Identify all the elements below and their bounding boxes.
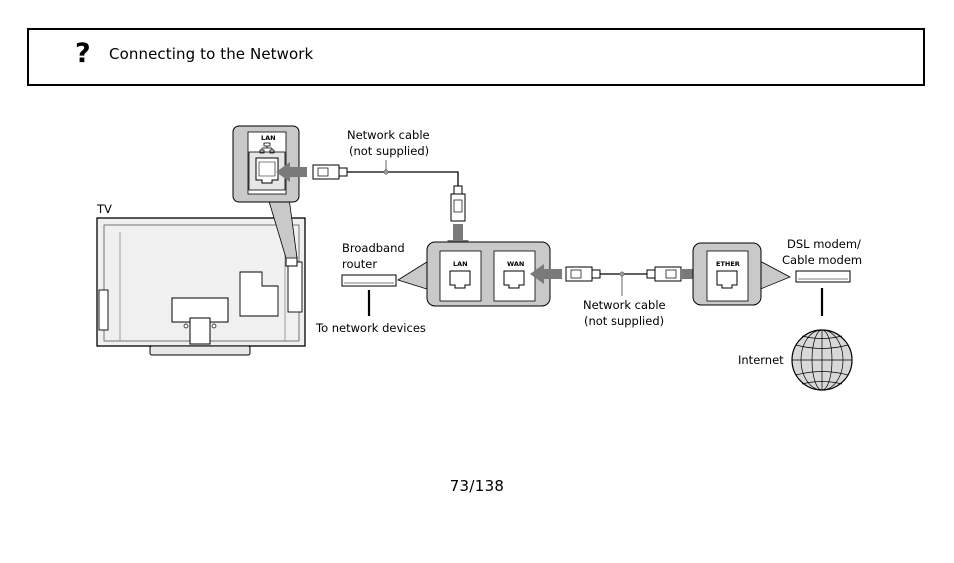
router-ports-callout [397,241,551,307]
tv-lan-callout [232,125,300,259]
arrow-into-tv-lan [276,162,307,182]
router-wan-port-label: WAN [507,260,524,268]
broadband-router [341,274,397,316]
page-title: Connecting to the Network [109,45,314,63]
network-cable-bottom [565,266,682,296]
modem-label-1: DSL modem/ [787,237,861,251]
tv-label: TV [96,202,112,216]
dsl-cable-modem [795,270,851,316]
modem-ether-port-label: ETHER [716,260,740,268]
page-number: 73/138 [449,477,505,495]
network-cable-top-label-2: (not supplied) [349,144,429,158]
network-cable-bottom-label-2: (not supplied) [584,314,664,328]
network-cable-top [312,160,466,222]
network-cable-top-label-1: Network cable [347,128,430,142]
question-mark-icon: ? [75,38,91,69]
tv-illustration [96,217,306,356]
lan-network-icon [259,142,275,154]
tv-lan-port-label: LAN [261,134,276,142]
internet-label: Internet [738,353,784,367]
router-lan-port-label: LAN [453,260,468,268]
modem-label-2: Cable modem [782,253,862,267]
internet-globe-icon [791,329,853,391]
router-label-1: Broadband [342,241,405,255]
to-network-devices-label: To network devices [315,321,426,335]
modem-port-callout [692,242,791,306]
arrow-into-router-wan [530,264,562,284]
page-header: ? Connecting to the Network [27,28,925,86]
network-cable-bottom-label-1: Network cable [583,298,666,312]
router-label-2: router [342,257,377,271]
